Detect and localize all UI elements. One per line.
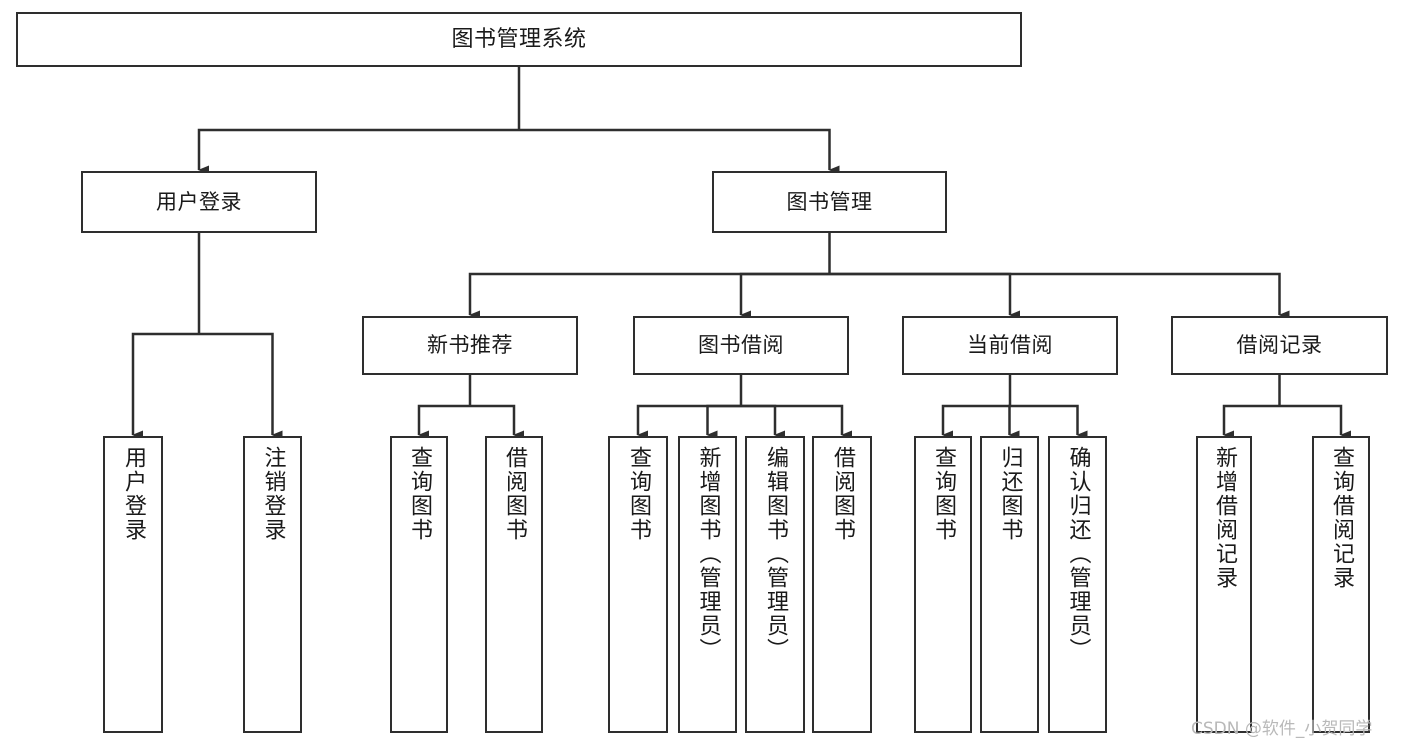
node-l-bor-lend[interactable]: 借阅图书 bbox=[812, 436, 872, 733]
node-label: 编辑图书（管理员） bbox=[763, 446, 788, 662]
node-label: 用户登录 bbox=[156, 189, 242, 214]
edge-n-bookmgmt-to-n-current bbox=[829, 272, 1020, 320]
node-label: 图书管理系统 bbox=[451, 26, 587, 52]
edge-n-current-to-l-cur-query bbox=[941, 404, 1010, 440]
node-label: 当前借阅 bbox=[967, 333, 1053, 358]
edge-group bbox=[131, 67, 1351, 440]
edge-n-bookmgmt-to-n-records bbox=[829, 272, 1290, 320]
edge-n-bookmgmt-to-n-newrec bbox=[468, 272, 830, 320]
watermark-label: CSDN @软件_小贺同学 bbox=[1191, 719, 1373, 739]
node-label: 用户登录 bbox=[121, 446, 146, 542]
node-l-logout[interactable]: 注销登录 bbox=[243, 436, 302, 733]
node-label: 查询图书 bbox=[407, 446, 432, 542]
node-label: 归还图书 bbox=[997, 446, 1023, 542]
node-l-rc-add[interactable]: 新增借阅记录 bbox=[1196, 436, 1252, 733]
node-n-bookmgmt[interactable]: 图书管理 bbox=[712, 171, 947, 233]
node-l-rc-query[interactable]: 查询借阅记录 bbox=[1312, 436, 1370, 733]
edge-n-bookmgmt-to-n-borrow bbox=[739, 272, 830, 320]
node-l-cur-query[interactable]: 查询图书 bbox=[914, 436, 972, 733]
node-label: 新增图书（管理员） bbox=[695, 446, 721, 662]
edge-n-borrow-to-l-bor-add bbox=[706, 404, 741, 440]
edge-n-current-to-l-cur-confirm bbox=[1010, 404, 1088, 440]
node-l-bor-add[interactable]: 新增图书（管理员） bbox=[678, 436, 737, 733]
edge-root-to-n-bookmgmt bbox=[519, 128, 840, 175]
edge-n-records-to-l-rc-query bbox=[1279, 404, 1351, 440]
node-label: 查询借阅记录 bbox=[1329, 446, 1354, 590]
node-n-login[interactable]: 用户登录 bbox=[81, 171, 317, 233]
node-n-newrec[interactable]: 新书推荐 bbox=[362, 316, 578, 375]
edge-n-borrow-to-l-bor-lend bbox=[741, 404, 852, 440]
node-label: 图书借阅 bbox=[698, 333, 784, 358]
node-l-bor-query[interactable]: 查询图书 bbox=[608, 436, 668, 733]
node-label: 新增借阅记录 bbox=[1212, 446, 1237, 590]
edge-n-borrow-to-l-bor-edit bbox=[741, 404, 785, 440]
node-label: 借阅记录 bbox=[1236, 333, 1323, 358]
edge-n-newrec-to-l-rec-query bbox=[417, 404, 470, 440]
edge-n-borrow-to-l-bor-query bbox=[636, 404, 741, 440]
node-l-rec-query[interactable]: 查询图书 bbox=[390, 436, 448, 733]
edge-n-login-to-l-userlogin bbox=[131, 332, 199, 440]
node-label: 确认归还（管理员） bbox=[1065, 446, 1091, 662]
node-l-userlogin[interactable]: 用户登录 bbox=[103, 436, 163, 733]
node-l-bor-edit[interactable]: 编辑图书（管理员） bbox=[745, 436, 805, 733]
node-label: 图书管理 bbox=[786, 189, 873, 214]
node-label: 查询图书 bbox=[626, 446, 651, 542]
node-label: 新书推荐 bbox=[427, 333, 513, 358]
node-root[interactable]: 图书管理系统 bbox=[16, 12, 1022, 67]
edge-n-current-to-l-cur-return bbox=[1008, 404, 1020, 440]
node-label: 借阅图书 bbox=[830, 446, 855, 542]
edge-n-newrec-to-l-rec-borrow bbox=[470, 404, 524, 440]
node-l-cur-confirm[interactable]: 确认归还（管理员） bbox=[1048, 436, 1107, 733]
node-l-rec-borrow[interactable]: 借阅图书 bbox=[485, 436, 543, 733]
node-label: 借阅图书 bbox=[502, 446, 527, 542]
node-n-records[interactable]: 借阅记录 bbox=[1171, 316, 1388, 375]
node-n-current[interactable]: 当前借阅 bbox=[902, 316, 1118, 375]
node-l-cur-return[interactable]: 归还图书 bbox=[980, 436, 1039, 733]
edge-n-login-to-l-logout bbox=[199, 332, 283, 440]
node-label: 注销登录 bbox=[260, 446, 286, 542]
edge-root-to-n-login bbox=[197, 128, 519, 175]
node-label: 查询图书 bbox=[931, 446, 956, 542]
node-n-borrow[interactable]: 图书借阅 bbox=[633, 316, 849, 375]
edge-n-records-to-l-rc-add bbox=[1222, 404, 1280, 440]
